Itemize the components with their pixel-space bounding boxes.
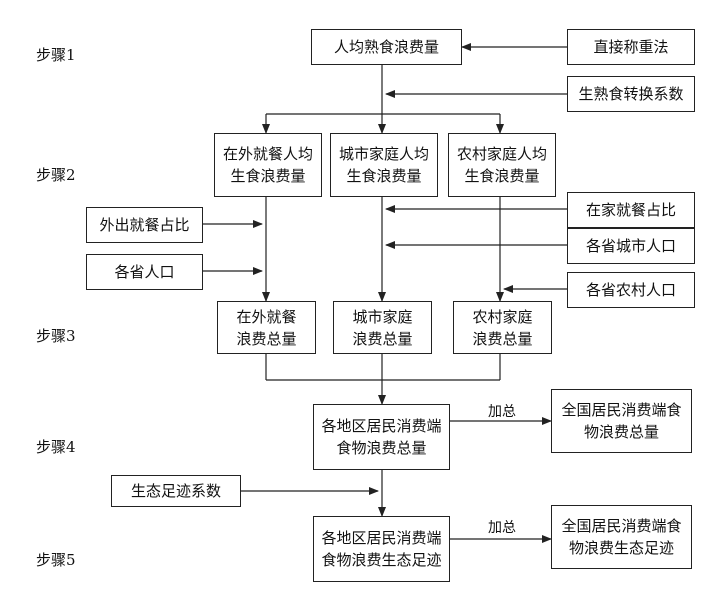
box-national-waste-total-text: 全国居民消费端食 物浪费总量 bbox=[561, 401, 682, 441]
box-home-dining-ratio: 在家就餐占比 bbox=[567, 192, 695, 228]
label-sum-2: 加总 bbox=[488, 520, 516, 536]
box-national-footprint: 全国居民消费端食 物浪费生态足迹 bbox=[551, 505, 692, 569]
box-regional-footprint: 各地区居民消费端 食物浪费生态足迹 bbox=[313, 516, 450, 582]
box-regional-waste-total-text: 各地区居民消费端 食物浪费总量 bbox=[321, 417, 442, 457]
step-2-label: 步骤2 bbox=[36, 166, 76, 184]
box-regional-waste-total: 各地区居民消费端 食物浪费总量 bbox=[313, 404, 450, 470]
box-national-waste-total: 全国居民消费端食 物浪费总量 bbox=[551, 389, 692, 453]
box-urban-population: 各省城市人口 bbox=[567, 228, 695, 264]
box-rural-total: 农村家庭 浪费总量 bbox=[453, 301, 552, 354]
box-eating-out-total-text: 在外就餐 浪费总量 bbox=[236, 307, 297, 348]
box-urban-total-text: 城市家庭 浪费总量 bbox=[352, 307, 413, 348]
box-national-footprint-text: 全国居民消费端食 物浪费生态足迹 bbox=[561, 517, 682, 557]
box-urban-population-text: 各省城市人口 bbox=[585, 237, 676, 255]
step-5-label: 步骤5 bbox=[36, 551, 76, 569]
box-direct-weighing-text: 直接称重法 bbox=[593, 38, 669, 56]
label-sum-1: 加总 bbox=[488, 404, 516, 420]
box-urban-per-capita: 城市家庭人均 生食浪费量 bbox=[330, 133, 438, 197]
box-raw-cooked-coefficient: 生熟食转换系数 bbox=[567, 76, 695, 112]
step-3-label: 步骤3 bbox=[36, 327, 76, 345]
box-eating-out-total: 在外就餐 浪费总量 bbox=[217, 301, 316, 354]
box-raw-cooked-coefficient-text: 生熟食转换系数 bbox=[578, 85, 684, 103]
box-rural-population: 各省农村人口 bbox=[567, 272, 695, 308]
box-per-capita-cooked-waste: 人均熟食浪费量 bbox=[311, 29, 462, 65]
box-rural-per-capita-text: 农村家庭人均 生食浪费量 bbox=[456, 145, 547, 185]
step-1-label: 步骤1 bbox=[36, 46, 76, 64]
box-per-capita-cooked-waste-text: 人均熟食浪费量 bbox=[333, 38, 439, 56]
box-eating-out-ratio: 外出就餐占比 bbox=[86, 207, 203, 243]
step-4-label: 步骤4 bbox=[36, 438, 76, 456]
box-urban-per-capita-text: 城市家庭人均 生食浪费量 bbox=[338, 145, 429, 185]
box-direct-weighing: 直接称重法 bbox=[567, 29, 695, 65]
box-rural-total-text: 农村家庭 浪费总量 bbox=[472, 307, 533, 348]
box-regional-footprint-text: 各地区居民消费端 食物浪费生态足迹 bbox=[321, 529, 442, 569]
box-rural-per-capita: 农村家庭人均 生食浪费量 bbox=[448, 133, 556, 197]
box-eco-footprint-coefficient: 生态足迹系数 bbox=[111, 475, 241, 507]
box-eating-out-per-capita: 在外就餐人均 生食浪费量 bbox=[214, 133, 322, 197]
box-rural-population-text: 各省农村人口 bbox=[585, 281, 676, 299]
box-eating-out-ratio-text: 外出就餐占比 bbox=[99, 216, 190, 234]
box-provincial-population-text: 各省人口 bbox=[114, 263, 175, 281]
box-provincial-population: 各省人口 bbox=[86, 254, 203, 290]
box-eco-footprint-coefficient-text: 生态足迹系数 bbox=[130, 482, 221, 500]
box-urban-total: 城市家庭 浪费总量 bbox=[333, 301, 432, 354]
box-home-dining-ratio-text: 在家就餐占比 bbox=[585, 201, 676, 219]
box-eating-out-per-capita-text: 在外就餐人均 生食浪费量 bbox=[222, 145, 313, 185]
